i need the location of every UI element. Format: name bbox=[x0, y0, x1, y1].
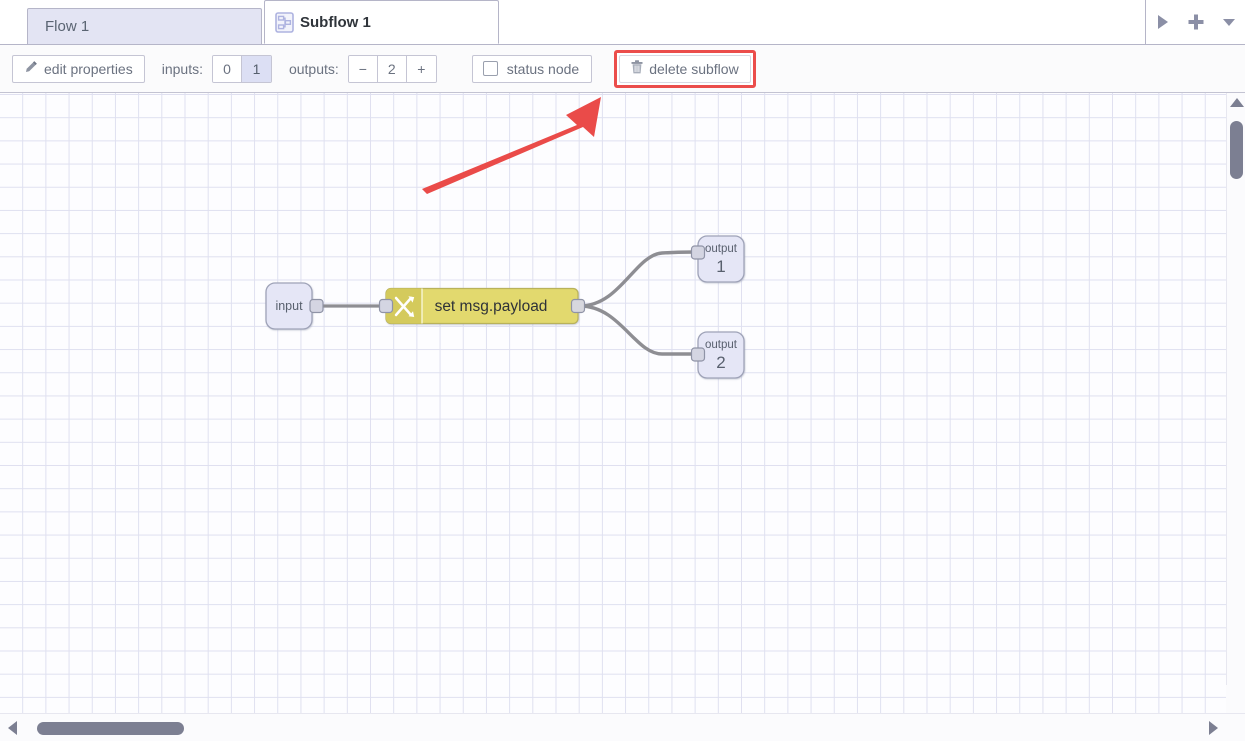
shuffle-icon bbox=[394, 296, 413, 317]
tab-label: Flow 1 bbox=[45, 18, 90, 35]
tab-list: Flow 1 Subflow 1 bbox=[0, 0, 1145, 44]
delete-subflow-highlight: delete subflow bbox=[614, 49, 756, 88]
inputs-option-0[interactable]: 0 bbox=[212, 55, 242, 82]
vertical-scroll-thumb[interactable] bbox=[1230, 121, 1243, 179]
delete-subflow-label: delete subflow bbox=[649, 60, 739, 77]
inputs-option-1[interactable]: 1 bbox=[241, 55, 271, 82]
status-node-toggle[interactable]: status node bbox=[471, 54, 593, 83]
edit-properties-label: edit properties bbox=[44, 60, 133, 77]
node-change: set msg.payload bbox=[385, 287, 579, 325]
wire-change-to-output-2 bbox=[578, 304, 697, 356]
port-input-output bbox=[309, 298, 324, 314]
edit-properties-button[interactable]: edit properties bbox=[12, 54, 145, 83]
port-change-output bbox=[570, 298, 586, 314]
scroll-right-button[interactable] bbox=[1204, 718, 1223, 737]
node-output-1-label: output bbox=[705, 243, 738, 255]
port-output-1-input bbox=[690, 245, 706, 260]
node-output-2-label: output bbox=[705, 339, 738, 351]
trash-icon bbox=[631, 60, 643, 77]
outputs-decrement-button[interactable]: − bbox=[348, 55, 378, 82]
outputs-label: outputs: bbox=[288, 60, 339, 77]
node-subflow-input: input bbox=[265, 282, 313, 330]
delete-subflow-button[interactable]: delete subflow bbox=[619, 54, 751, 83]
vertical-scrollbar[interactable] bbox=[1226, 93, 1245, 713]
flow-canvas[interactable]: input set msg.payload bbox=[0, 93, 1245, 741]
flow-graph: input set msg.payload bbox=[265, 97, 745, 379]
chevron-down-icon[interactable] bbox=[1218, 11, 1240, 33]
node-subflow-output-1: output 1 bbox=[697, 235, 745, 283]
wire-change-to-output-1 bbox=[578, 250, 697, 308]
outputs-value: 2 bbox=[377, 55, 407, 82]
canvas-grid bbox=[0, 93, 1226, 713]
shuffle-icon-arrowheads bbox=[408, 296, 415, 317]
inputs-label: inputs: bbox=[161, 60, 203, 77]
horizontal-scrollbar[interactable] bbox=[0, 713, 1245, 741]
annotation-arrow bbox=[422, 97, 601, 194]
horizontal-scroll-thumb[interactable] bbox=[37, 722, 184, 735]
play-icon[interactable] bbox=[1152, 11, 1174, 33]
scroll-up-button[interactable] bbox=[1227, 93, 1245, 112]
subflow-icon bbox=[275, 11, 294, 33]
outputs-stepper: − 2 + bbox=[347, 54, 437, 83]
node-output-1-index: 1 bbox=[716, 257, 725, 276]
tab-label: Subflow 1 bbox=[300, 13, 371, 31]
subflow-toolbar: edit properties inputs: 0 1 outputs: − 2… bbox=[0, 45, 1245, 93]
inputs-toggle-group: 0 1 bbox=[211, 54, 272, 83]
node-output-2-index: 2 bbox=[716, 353, 725, 372]
tab-bar: Flow 1 Subflow 1 bbox=[0, 0, 1245, 45]
status-node-label: status node bbox=[506, 60, 580, 77]
node-change-label: set msg.payload bbox=[435, 298, 548, 315]
port-output-2-input bbox=[690, 347, 706, 362]
plus-icon[interactable] bbox=[1185, 11, 1207, 33]
scroll-left-button[interactable] bbox=[3, 718, 22, 737]
outputs-increment-button[interactable]: + bbox=[406, 55, 436, 82]
status-node-checkbox[interactable] bbox=[482, 61, 498, 76]
port-change-input bbox=[378, 298, 394, 314]
tab-subflow-1[interactable]: Subflow 1 bbox=[264, 0, 499, 44]
node-subflow-output-2: output 2 bbox=[697, 331, 745, 379]
pencil-icon bbox=[24, 60, 38, 77]
scrollbar-corner bbox=[1226, 685, 1245, 713]
tab-actions bbox=[1145, 0, 1245, 44]
node-input-label: input bbox=[275, 299, 303, 313]
tab-flow-1[interactable]: Flow 1 bbox=[27, 8, 262, 44]
